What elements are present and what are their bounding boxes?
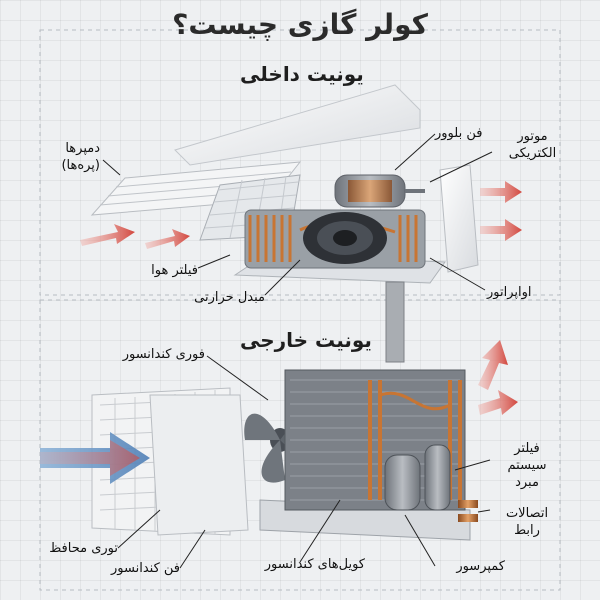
- label-air-filter: فیلتر هوا: [151, 263, 198, 278]
- connecting-pipe: [385, 281, 405, 363]
- label-connections: اتصالات رابط: [505, 506, 549, 538]
- label-compressor: کمپرسور: [456, 559, 505, 574]
- label-heat-exchanger: مبدل حرارتی: [194, 290, 265, 305]
- service-connections: [458, 500, 478, 522]
- outdoor-frame: [39, 299, 561, 591]
- condenser-fan-panel: [149, 394, 249, 536]
- condenser-coil-copper: [368, 380, 462, 500]
- indoor-heading: یونیت داخلی: [240, 62, 364, 86]
- label-condenser-fan-blade: فوری کندانسور: [122, 347, 205, 362]
- label-guard-grille: توری محافظ: [49, 541, 118, 556]
- indoor-inflow-arrows: [80, 224, 190, 249]
- leader-lines: [102, 133, 493, 569]
- indoor-outflow-arrows: [480, 181, 522, 241]
- label-condenser-coils: کویل‌های کندانسور: [264, 557, 365, 572]
- electric-motor: [334, 174, 425, 208]
- label-electric-motor: موتور الکتریکی: [508, 129, 557, 161]
- label-dampers: دمپرها (پره‌ها): [61, 141, 100, 173]
- blower-wheel: [303, 212, 387, 264]
- outdoor-heading: یونیت خارجی: [240, 328, 372, 352]
- label-condenser-fan: فن کندانسور: [111, 561, 180, 576]
- label-blower-fan: فن بلوور: [435, 126, 483, 141]
- label-evaporator: اواپراتور: [487, 285, 532, 300]
- side-panel: [439, 164, 479, 273]
- page-title: کولر گازی چیست؟: [172, 8, 428, 41]
- indoor-frame: [39, 29, 561, 296]
- outdoor-inflow-arrow: [40, 432, 150, 484]
- outdoor-outflow-arrows: [478, 340, 518, 415]
- label-refrigerant-filter: فیلتر سیستم مبرد: [507, 441, 547, 490]
- front-cover: [174, 84, 421, 166]
- compressor: [384, 444, 451, 511]
